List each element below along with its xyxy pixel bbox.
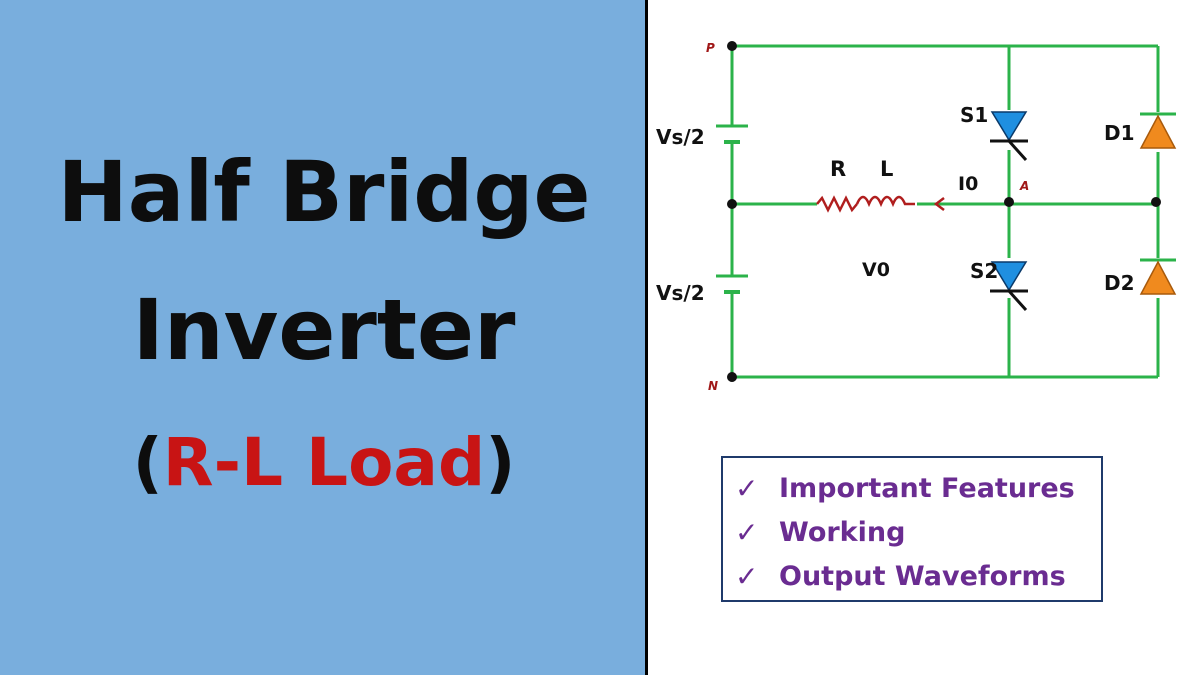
diode-d2-icon bbox=[1139, 258, 1177, 295]
label-inductor: L bbox=[880, 157, 893, 181]
battery-bottom-icon bbox=[716, 274, 748, 294]
inductor-icon bbox=[855, 195, 915, 208]
thyristor-s2-icon bbox=[990, 261, 1028, 312]
subtitle-close-paren: ) bbox=[485, 424, 516, 501]
thyristor-s1-icon bbox=[990, 111, 1028, 162]
title-line-1: Half Bridge bbox=[57, 143, 591, 241]
node-right-dot bbox=[1151, 197, 1161, 207]
feature-label: Important Features bbox=[779, 472, 1075, 504]
feature-label: Output Waveforms bbox=[779, 560, 1066, 592]
feature-label: Working bbox=[779, 516, 906, 548]
node-mid-dot bbox=[727, 199, 737, 209]
battery-top-icon bbox=[716, 124, 748, 144]
circuit-wires bbox=[730, 44, 1160, 379]
label-source-bottom: Vs/2 bbox=[656, 281, 705, 305]
resistor-icon bbox=[816, 195, 858, 213]
title-panel: Half Bridge Inverter (R-L Load) bbox=[0, 0, 648, 675]
diode-d1-icon bbox=[1139, 112, 1177, 149]
label-node-a: A bbox=[1019, 179, 1029, 193]
label-switch-s1: S1 bbox=[960, 103, 988, 127]
subtitle-highlight: R-L Load bbox=[162, 424, 486, 501]
check-icon: ✓ bbox=[735, 515, 759, 549]
circuit-diagram: P N A Vs/2 Vs/2 R L I0 V0 S1 S2 D1 D2 bbox=[656, 41, 1177, 393]
check-icon: ✓ bbox=[735, 471, 759, 505]
features-box: ✓ Important Features ✓ Working ✓ Output … bbox=[721, 456, 1103, 602]
feature-item: ✓ Important Features bbox=[723, 466, 1101, 510]
label-source-top: Vs/2 bbox=[656, 125, 705, 149]
node-a-dot bbox=[1004, 197, 1014, 207]
subtitle: (R-L Load) bbox=[0, 418, 648, 508]
feature-item: ✓ Working bbox=[723, 510, 1101, 554]
label-node-n: N bbox=[708, 379, 718, 393]
label-resistor: R bbox=[830, 157, 846, 181]
current-arrow-icon bbox=[933, 197, 945, 211]
label-current: I0 bbox=[958, 173, 978, 195]
label-diode-d1: D1 bbox=[1104, 121, 1135, 145]
label-output-voltage: V0 bbox=[862, 259, 890, 281]
label-diode-d2: D2 bbox=[1104, 271, 1135, 295]
feature-item: ✓ Output Waveforms bbox=[723, 554, 1101, 598]
node-n-dot bbox=[727, 372, 737, 382]
node-p-dot bbox=[727, 41, 737, 51]
label-switch-s2: S2 bbox=[970, 259, 998, 283]
title-line-2: Inverter bbox=[132, 281, 516, 379]
check-icon: ✓ bbox=[735, 559, 759, 593]
subtitle-open-paren: ( bbox=[132, 424, 163, 501]
label-node-p: P bbox=[706, 41, 715, 55]
